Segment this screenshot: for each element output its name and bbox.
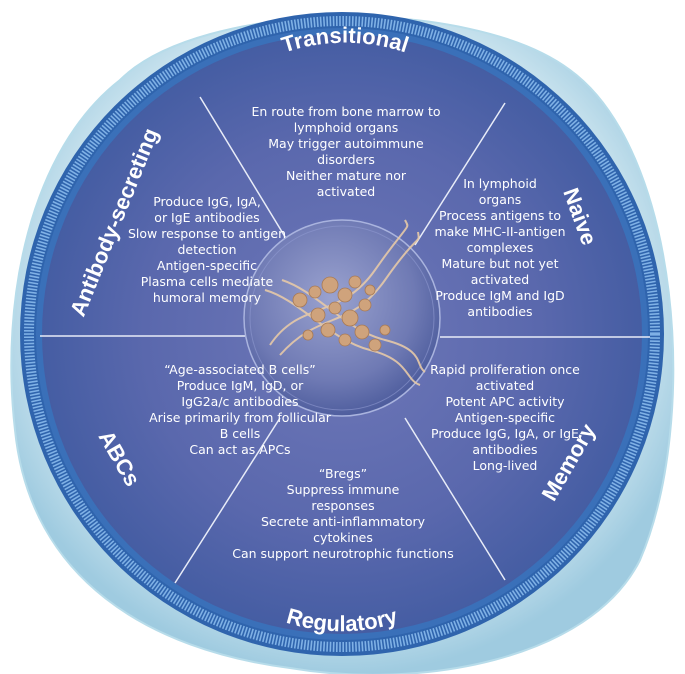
chromatin-beads [292,275,391,352]
desc-abcs: “Age-associated B cells” Produce IgM, Ig… [149,362,331,457]
segment-dividers [40,96,650,584]
desc-regulatory: “Bregs” Suppress immune responses Secret… [232,466,454,561]
membrane-ridge [24,16,660,652]
desc-memory: Rapid proliferation once activated Poten… [430,362,580,473]
desc-transitional: En route from bone marrow to lymphoid or… [251,104,441,199]
desc-naive: In lymphoid organs Process antigens to m… [434,176,566,319]
desc-antibody-secreting: Produce IgG, IgA, or IgE antibodies Slow… [127,194,287,305]
